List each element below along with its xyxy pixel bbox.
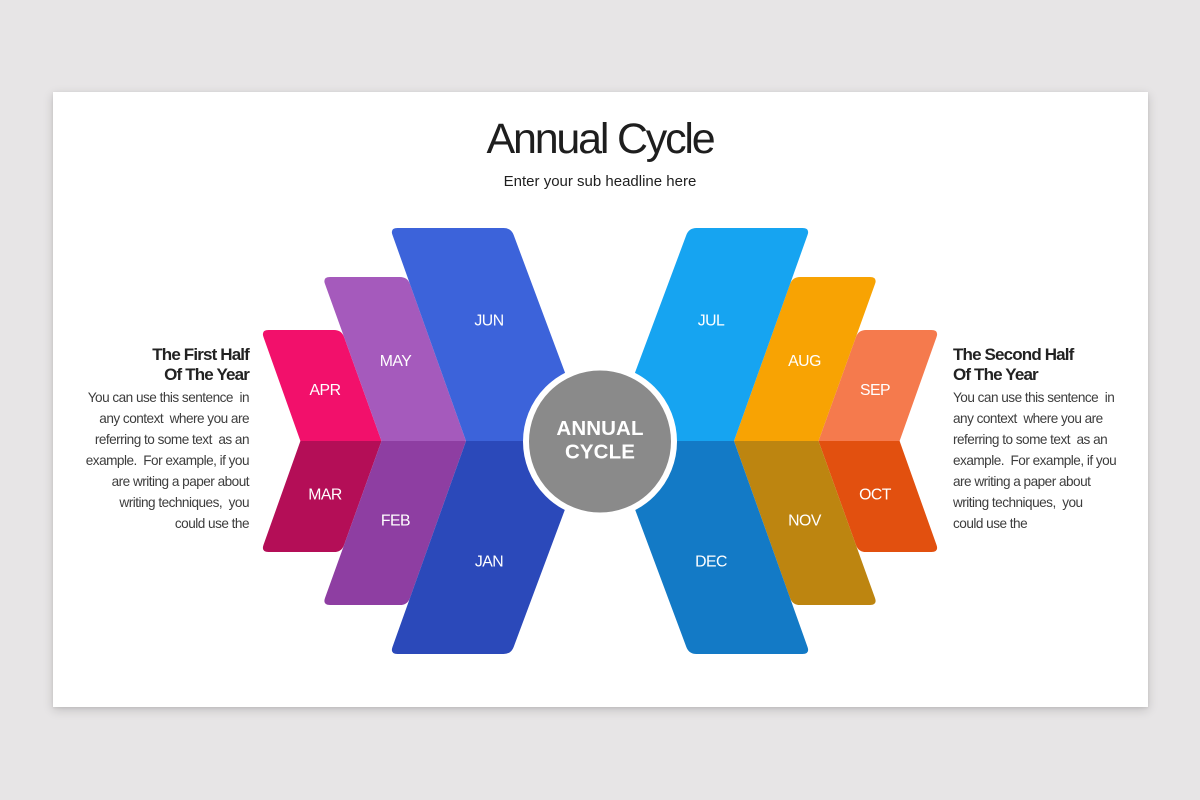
first-half-body: You can use this sentence in any context … <box>49 387 250 534</box>
month-shape-feb <box>324 441 466 605</box>
month-label-jan: JAN <box>475 553 503 570</box>
month-shape-oct <box>818 441 938 552</box>
month-shape-sep <box>818 330 938 441</box>
slide-title: Annual Cycle <box>486 115 716 163</box>
text-line: writing techniques, you <box>953 494 1083 510</box>
month-label-feb: FEB <box>381 512 410 529</box>
text-line: You can use this sentence in <box>87 389 250 405</box>
text-line: Of The Year <box>953 364 1039 384</box>
slide-subtitle: Enter your sub headline here <box>503 173 697 190</box>
slide-card: JAN FEB MAR APR MAY JUN JUL AUG SEP OCT NOV DEC ANNU… <box>53 92 1148 707</box>
second-half-body: You can use this sentence in any context … <box>953 387 1153 534</box>
text-line: any context where you are <box>953 410 1103 426</box>
month-shape-jan <box>391 441 591 654</box>
month-shape-dec <box>609 441 809 654</box>
center-circle <box>523 364 677 519</box>
month-shape-aug <box>734 277 876 441</box>
text-line: Of The Year <box>164 364 250 384</box>
month-shape-mar <box>262 441 382 552</box>
text-line: referring to some text as an <box>953 431 1108 447</box>
text-line: You can use this sentence in <box>953 389 1115 405</box>
text-line: example. For example, if you <box>953 452 1117 468</box>
month-shape-apr <box>262 330 382 441</box>
text-line: any context where you are <box>99 410 249 426</box>
month-shape-may <box>324 277 466 441</box>
month-shape-jun <box>391 228 591 441</box>
center-label-line-1: CYCLE <box>565 440 635 463</box>
center-label-line-0: ANNUAL <box>556 417 643 440</box>
text-line: are writing a paper about <box>953 473 1091 489</box>
month-label-apr: APR <box>310 382 341 399</box>
text-line: writing techniques, you <box>119 494 249 510</box>
month-label-oct: OCT <box>859 486 892 503</box>
month-label-aug: AUG <box>788 353 821 370</box>
text-line: referring to some text as an <box>94 431 250 447</box>
text-line: The Second Half <box>953 345 1074 364</box>
text-line: example. For example, if you <box>85 452 250 468</box>
month-shape-jul <box>609 228 809 441</box>
text-line: could use the <box>953 515 1028 531</box>
month-label-sep: SEP <box>860 382 890 399</box>
month-label-jul: JUL <box>698 312 725 329</box>
month-label-jun: JUN <box>474 312 503 329</box>
month-label-dec: DEC <box>695 553 727 570</box>
month-label-mar: MAR <box>308 486 342 503</box>
month-label-may: MAY <box>380 353 413 370</box>
text-line: The First Half <box>152 345 250 364</box>
text-line: are writing a paper about <box>111 473 250 489</box>
month-shape-nov <box>734 441 876 605</box>
month-label-nov: NOV <box>788 512 822 529</box>
text-line: could use the <box>174 515 250 531</box>
